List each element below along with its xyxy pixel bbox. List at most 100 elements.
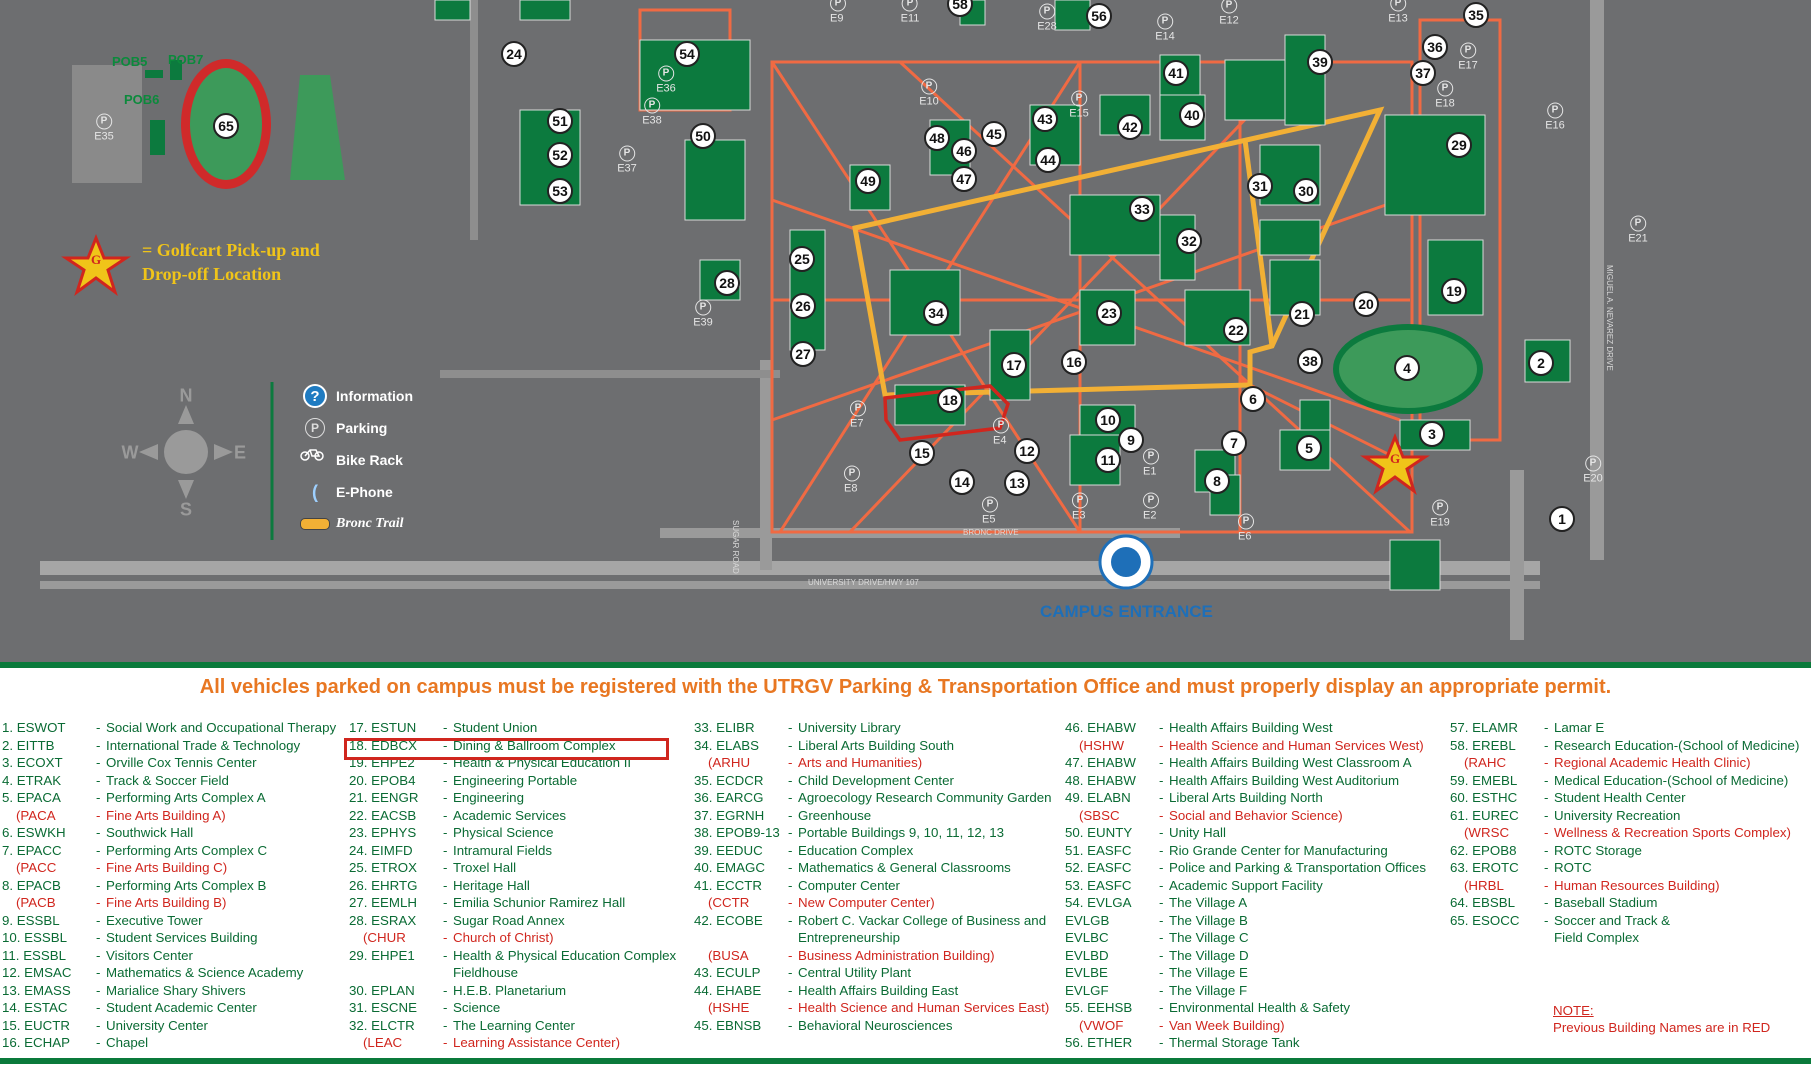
building-marker-52[interactable]: 52 (547, 142, 573, 168)
building-marker-37[interactable]: 37 (1410, 60, 1436, 86)
parking-icon: P (901, 0, 918, 12)
building-marker-22[interactable]: 22 (1223, 317, 1249, 343)
building-name: The Village A (1169, 895, 1248, 910)
building-code: 44. EHABE (694, 982, 762, 998)
separator: - (788, 737, 793, 753)
building-marker-56[interactable]: 56 (1086, 3, 1112, 29)
building-marker-20[interactable]: 20 (1353, 291, 1379, 317)
building-name: Wellness & Recreation Sports Complex) (1554, 825, 1791, 840)
building-marker-21[interactable]: 21 (1289, 301, 1315, 327)
building-marker-35[interactable]: 35 (1463, 2, 1489, 28)
building-marker-41[interactable]: 41 (1163, 60, 1189, 86)
building-marker-32[interactable]: 32 (1176, 228, 1202, 254)
building-marker-40[interactable]: 40 (1179, 102, 1205, 128)
building-marker-47[interactable]: 47 (951, 166, 977, 192)
building-marker-12[interactable]: 12 (1014, 438, 1040, 464)
building-marker-11[interactable]: 11 (1095, 447, 1121, 473)
separator: - (443, 877, 448, 893)
building-marker-43[interactable]: 43 (1032, 106, 1058, 132)
building-name: Health Affairs Building West Auditorium (1169, 772, 1400, 788)
building-marker-51[interactable]: 51 (547, 108, 573, 134)
parking-lot-label: E37 (617, 162, 637, 175)
building-marker-25[interactable]: 25 (789, 246, 815, 272)
parking-notice: All vehicles parked on campus must be re… (199, 676, 1612, 698)
building-marker-17[interactable]: 17 (1001, 352, 1027, 378)
building-marker-9[interactable]: 9 (1118, 427, 1144, 453)
building-marker-48[interactable]: 48 (924, 125, 950, 151)
building-marker-33[interactable]: 33 (1129, 196, 1155, 222)
separator: - (1159, 965, 1164, 980)
building-marker-49[interactable]: 49 (855, 168, 881, 194)
building-marker-53[interactable]: 53 (547, 178, 573, 204)
building-name: Behavioral Neurosciences (798, 1017, 953, 1033)
building-marker-58[interactable]: 58 (947, 0, 973, 17)
building-marker-54[interactable]: 54 (674, 41, 700, 67)
building-marker-38[interactable]: 38 (1297, 348, 1323, 374)
building-marker-18[interactable]: 18 (937, 387, 963, 413)
building-marker-29[interactable]: 29 (1446, 132, 1472, 158)
building-marker-2[interactable]: 2 (1528, 350, 1554, 376)
building-marker-30[interactable]: 30 (1293, 178, 1319, 204)
building-marker-45[interactable]: 45 (981, 121, 1007, 147)
building-marker-8[interactable]: 8 (1204, 468, 1230, 494)
building-name: Learning Assistance Center) (453, 1035, 621, 1050)
building-marker-65[interactable]: 65 (213, 113, 239, 139)
building-marker-28[interactable]: 28 (714, 270, 740, 296)
building-marker-31[interactable]: 31 (1247, 173, 1273, 199)
building-marker-27[interactable]: 27 (790, 341, 816, 367)
building-marker-4[interactable]: 4 (1394, 355, 1420, 381)
building-marker-1[interactable]: 1 (1549, 506, 1575, 532)
building-marker-16[interactable]: 16 (1061, 349, 1087, 375)
building-marker-42[interactable]: 42 (1117, 114, 1143, 140)
building-marker-13[interactable]: 13 (1004, 470, 1030, 496)
building-marker-10[interactable]: 10 (1095, 407, 1121, 433)
parking-lot-label: E5 (982, 513, 996, 526)
building-marker-44[interactable]: 44 (1035, 147, 1061, 173)
building-marker-34[interactable]: 34 (923, 300, 949, 326)
building-marker-3[interactable]: 3 (1419, 421, 1445, 447)
building-marker-50[interactable]: 50 (690, 123, 716, 149)
building-marker-39[interactable]: 39 (1307, 49, 1333, 75)
building-marker-46[interactable]: 46 (951, 138, 977, 164)
building-marker-7[interactable]: 7 (1221, 430, 1247, 456)
building-marker-26[interactable]: 26 (790, 293, 816, 319)
building-marker-6[interactable]: 6 (1240, 386, 1266, 412)
building-marker-36[interactable]: 36 (1422, 34, 1448, 60)
building-marker-19[interactable]: 19 (1441, 278, 1467, 304)
building-marker-15[interactable]: 15 (909, 440, 935, 466)
parking-lot-label: E11 (900, 12, 920, 25)
building-marker-5[interactable]: 5 (1296, 435, 1322, 461)
building-marker-24[interactable]: 24 (501, 41, 527, 67)
building-marker-14[interactable]: 14 (949, 469, 975, 495)
building-name: Health Affairs Building West (1169, 720, 1333, 735)
golfcart-text-line1: = Golfcart Pick-up and (142, 240, 320, 260)
building-marker-23[interactable]: 23 (1096, 300, 1122, 326)
